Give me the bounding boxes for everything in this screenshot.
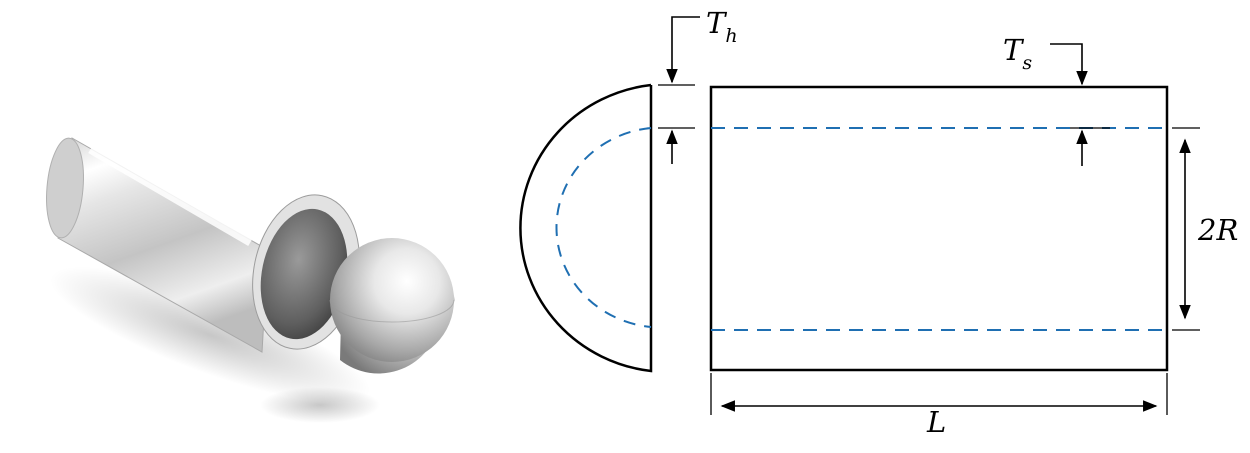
- diameter-label: 2R: [1197, 213, 1238, 247]
- cap-shadow: [260, 387, 380, 423]
- head-outline: [519, 83, 653, 373]
- metal-tube-icon: [46, 137, 360, 353]
- diameter-dimension: 2R: [1172, 127, 1238, 331]
- shell-thickness-label: T: [1003, 33, 1025, 67]
- shell-thickness-subscript: s: [1022, 52, 1032, 74]
- svg-text:Th: Th: [706, 6, 738, 47]
- vessel-drawing: Th Ts 2R L: [519, 6, 1238, 439]
- length-dimension: L: [710, 373, 1168, 439]
- head-thickness-label: T: [706, 6, 728, 40]
- shell-outline: [709, 85, 1169, 372]
- hemispherical-cap-icon: [329, 238, 455, 374]
- vessel-illustration: [46, 137, 455, 423]
- svg-text:Ts: Ts: [1003, 33, 1032, 74]
- head-thickness-dimension: Th: [658, 6, 738, 164]
- head-thickness-subscript: h: [725, 25, 737, 47]
- head-inner-dashed: [555, 127, 652, 328]
- length-label: L: [926, 405, 946, 439]
- tube-shadow: [49, 266, 371, 404]
- shell-thickness-dimension: Ts: [1003, 33, 1110, 166]
